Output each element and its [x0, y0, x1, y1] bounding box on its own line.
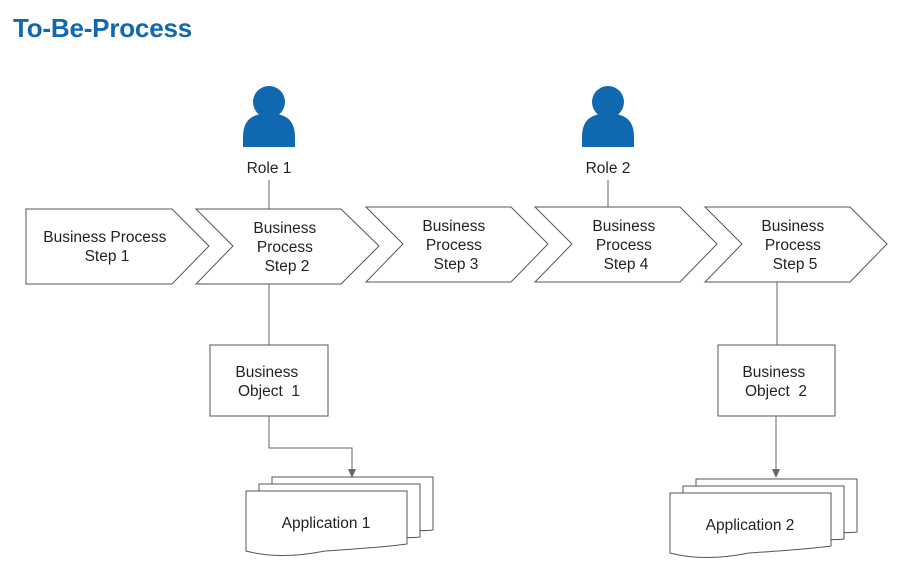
application-label: Application 2	[706, 517, 795, 534]
object-label-line: Object 1	[238, 383, 300, 400]
object-label-line: Object 2	[745, 383, 807, 400]
step-label-line: Step 2	[265, 258, 310, 275]
process-step-2: Business Process Step 2	[194, 208, 380, 285]
step-label-line: Business	[422, 218, 485, 235]
step-label-line: Business Process	[43, 229, 166, 246]
step-label-line: Step 5	[773, 256, 818, 273]
svg-text:Business Process Step 1: Business Process Step 1	[43, 229, 171, 265]
business-object-2: Business Object 2	[717, 344, 836, 417]
process-step-4: Business Process Step 4	[533, 206, 718, 283]
connectors	[268, 180, 780, 478]
document-page-front	[245, 490, 408, 556]
svg-text:Business Process S: Business Process Step 2	[253, 220, 320, 275]
role-2: Role 2	[582, 86, 634, 177]
step-label-line: Process	[596, 237, 652, 254]
object-label-line: Business	[235, 364, 298, 381]
application-1: Application 1	[245, 476, 434, 556]
step-label-line: Step 1	[85, 248, 130, 265]
arrow-object1-application1	[268, 416, 356, 478]
process-step-3: Business Process Step 3	[364, 206, 549, 283]
process-step-5: Business Process Step 5	[703, 206, 888, 283]
object-label-line: Business	[742, 364, 805, 381]
step-label-line: Process	[257, 239, 313, 256]
svg-text:Business Process S: Business Process Step 4	[592, 218, 659, 273]
process-step-1: Business Process Step 1	[25, 208, 210, 285]
svg-text:Business Process S: Business Process Step 3	[422, 218, 489, 273]
application-2: Application 2	[669, 478, 858, 558]
step-label-line: Step 3	[434, 256, 479, 273]
svg-text:Business Process S: Business Process Step 5	[761, 218, 828, 273]
step-label-line: Process	[426, 237, 482, 254]
svg-text:Business Object 2: Business Object 2	[742, 364, 809, 400]
svg-text:Business Object 1: Business Object 1	[235, 364, 302, 400]
role-label: Role 1	[247, 160, 292, 177]
step-label-line: Business	[253, 220, 316, 237]
step-label-line: Business	[592, 218, 655, 235]
role-1: Role 1	[243, 86, 295, 177]
page-title: To-Be-Process	[13, 13, 192, 43]
person-icon	[582, 86, 634, 147]
role-label: Role 2	[586, 160, 631, 177]
step-label-line: Process	[765, 237, 821, 254]
step-label-line: Step 4	[604, 256, 649, 273]
business-object-1: Business Object 1	[209, 344, 329, 417]
step-label-line: Business	[761, 218, 824, 235]
application-label: Application 1	[282, 515, 371, 532]
document-page-front	[669, 492, 832, 558]
person-icon	[243, 86, 295, 147]
